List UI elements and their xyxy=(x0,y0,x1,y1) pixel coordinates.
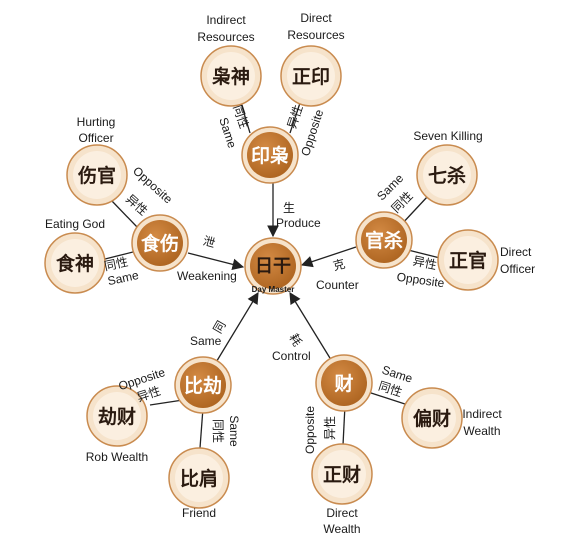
seven-killing-node: 七杀 xyxy=(416,144,478,206)
groups-peer-cn: 比劫 xyxy=(184,374,222,397)
groups-wealth-cn: 财 xyxy=(334,372,353,395)
direct-officer-label-2: Officer xyxy=(500,262,535,276)
produce-en: Produce xyxy=(276,216,321,230)
officer-opp-en: Opposite xyxy=(396,270,446,291)
direct-resources-label-1: Direct xyxy=(300,11,332,25)
direct-officer-node: 正官 xyxy=(437,229,499,291)
output-same-cn: 同性 xyxy=(103,255,129,274)
output-same-en: Same xyxy=(106,268,140,288)
groups-resource-cn: 印枭 xyxy=(251,144,289,167)
seven-killing-label: Seven Killing xyxy=(413,129,482,143)
groups-officer-opp-child-cn: 正官 xyxy=(449,249,487,272)
counter-cn: 克 xyxy=(331,257,346,274)
wealth-opp-cn: 异性 xyxy=(323,416,337,440)
groups-wealth-same-child-cn: 偏财 xyxy=(413,407,451,430)
wealth-group-node: 财 xyxy=(315,354,373,412)
indirect-wealth-node: 偏财 xyxy=(401,387,463,449)
counter-en: Counter xyxy=(316,278,359,292)
hurting-officer-label-1: Hurting xyxy=(77,115,116,129)
arrows-to-center xyxy=(187,182,357,365)
groups-officer-same-child-cn: 七杀 xyxy=(428,164,466,187)
weakening-en: Weakening xyxy=(177,269,237,283)
day-master-en: Day Master xyxy=(252,285,295,294)
officer-opp-cn: 异性 xyxy=(412,254,438,273)
groups-wealth-opp-child-cn: 正财 xyxy=(323,463,361,486)
groups-peer-same-child-cn: 比肩 xyxy=(180,467,218,490)
eating-god-node: 食神 xyxy=(44,232,106,294)
groups-output-opp-child-cn: 伤官 xyxy=(77,164,116,187)
groups-peer-opp-child-cn: 劫财 xyxy=(98,405,136,428)
groups-output-same-child-cn: 食神 xyxy=(56,252,94,275)
groups-resource-opp-child-cn: 正印 xyxy=(292,66,330,88)
peer-same-cn: 同性 xyxy=(211,419,225,443)
officer-group-node: 官杀 xyxy=(355,211,413,269)
control-cn: 耗 xyxy=(286,331,304,348)
same-relation-en: Same xyxy=(190,334,222,348)
resource-opp-cn: 异性 xyxy=(285,103,306,130)
weakening-cn: 泄 xyxy=(201,234,216,251)
groups-output-cn: 食伤 xyxy=(141,232,179,255)
indirect-wealth-label-2: Wealth xyxy=(463,424,500,438)
direct-wealth-node: 正财 xyxy=(311,443,373,505)
rob-wealth-node: 劫财 xyxy=(86,385,148,447)
groups-resource-same-child-cn: 枭神 xyxy=(211,65,250,88)
peer-same-en: Same xyxy=(227,415,241,447)
rob-wealth-label: Rob Wealth xyxy=(86,450,148,464)
groups-officer-cn: 官杀 xyxy=(365,229,403,252)
wealth-opp-en: Opposite xyxy=(303,406,317,454)
direct-wealth-label-2: Wealth xyxy=(323,522,360,536)
direct-officer-label-1: Direct xyxy=(500,245,532,259)
hurting-officer-node: 伤官 xyxy=(66,144,128,206)
direct-resources-label-2: Resources xyxy=(287,28,344,42)
indirect-resources-label-1: Indirect xyxy=(206,13,246,27)
day-master-node: 日干 Day Master xyxy=(244,237,302,295)
resource-group-node: 印枭 xyxy=(241,126,299,184)
output-opp-cn: 异性 xyxy=(123,192,150,218)
hurting-officer-label-2: Officer xyxy=(78,131,113,145)
direct-wealth-label-1: Direct xyxy=(326,506,358,520)
produce-cn: 生 xyxy=(283,201,295,215)
friend-label: Friend xyxy=(182,506,216,520)
indirect-resources-node: 枭神 xyxy=(200,45,262,107)
indirect-resources-label-2: Resources xyxy=(197,30,254,44)
output-group-node: 食伤 xyxy=(131,214,189,272)
direct-resources-node: 正印 xyxy=(280,45,342,107)
indirect-wealth-label-1: Indirect xyxy=(462,407,502,421)
peer-group-node: 比劫 xyxy=(174,356,232,414)
control-en: Control xyxy=(272,349,311,363)
friend-node: 比肩 xyxy=(168,447,230,509)
eating-god-label: Eating God xyxy=(45,217,105,231)
day-master-cn: 日干 xyxy=(255,256,291,277)
